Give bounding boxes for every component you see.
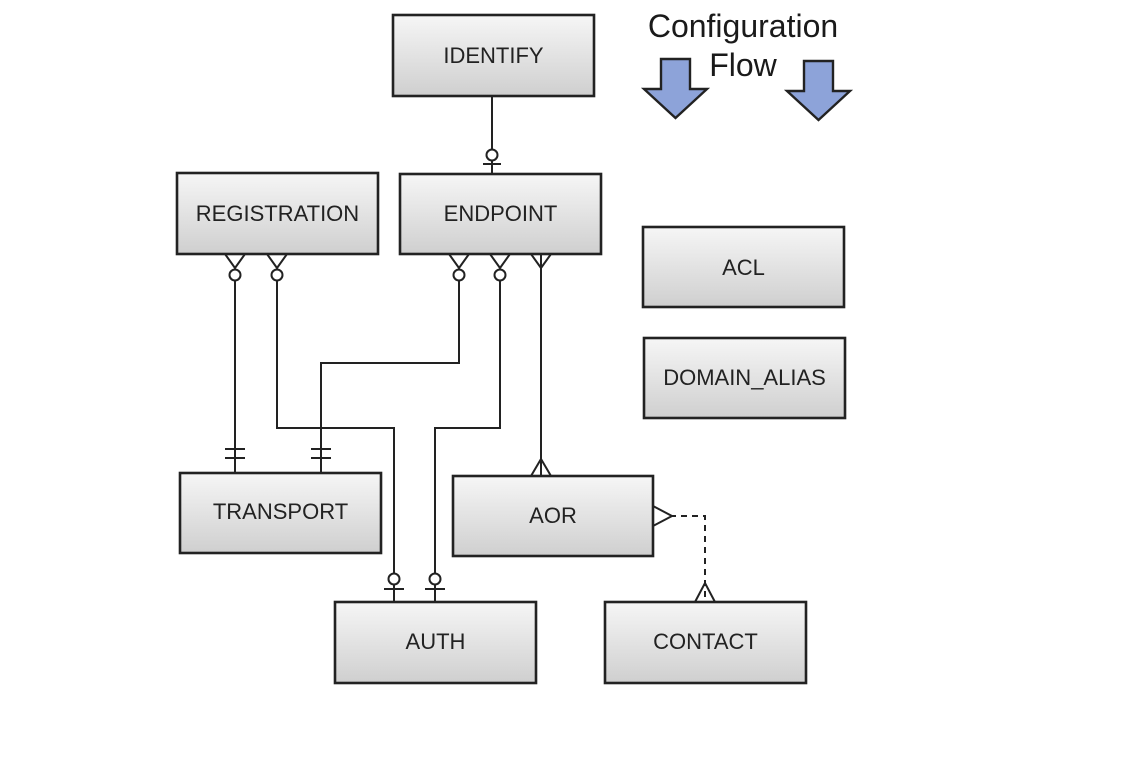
entity-endpoint-label: ENDPOINT — [444, 201, 558, 226]
relationship-aor-contact — [652, 505, 716, 603]
relationship-registration-auth — [266, 253, 404, 602]
entity-registration-label: REGISTRATION — [196, 201, 359, 226]
entity-auth-label: AUTH — [406, 629, 466, 654]
diagram-title-line1: Configuration — [648, 8, 838, 44]
entity-transport[interactable]: TRANSPORT — [178, 471, 383, 555]
relationship-registration-transport — [224, 253, 246, 473]
entity-acl-label: ACL — [722, 255, 765, 280]
entity-contact[interactable]: CONTACT — [603, 600, 808, 685]
entity-identify-label: IDENTIFY — [443, 43, 544, 68]
entity-auth[interactable]: AUTH — [333, 600, 538, 685]
entity-aor[interactable]: AOR — [451, 474, 655, 558]
entity-aor-label: AOR — [529, 503, 577, 528]
diagram-title-line2: Flow — [709, 47, 777, 83]
entity-transport-label: TRANSPORT — [213, 499, 348, 524]
entity-registration[interactable]: REGISTRATION — [175, 171, 380, 256]
down-arrow-icon — [640, 57, 711, 120]
relationship-endpoint-aor — [530, 253, 552, 477]
entity-endpoint[interactable]: ENDPOINT — [398, 172, 603, 256]
entity-identify[interactable]: IDENTIFY — [391, 13, 596, 98]
entity-domain-alias-label: DOMAIN_ALIAS — [663, 365, 826, 390]
down-arrow-icon — [783, 59, 854, 122]
relationship-endpoint-auth — [425, 253, 511, 602]
entity-acl[interactable]: ACL — [641, 225, 846, 309]
relationship-identify-endpoint — [483, 96, 501, 174]
entity-contact-label: CONTACT — [653, 629, 758, 654]
entity-domain-alias[interactable]: DOMAIN_ALIAS — [642, 336, 847, 420]
relationship-endpoint-transport — [311, 253, 470, 473]
